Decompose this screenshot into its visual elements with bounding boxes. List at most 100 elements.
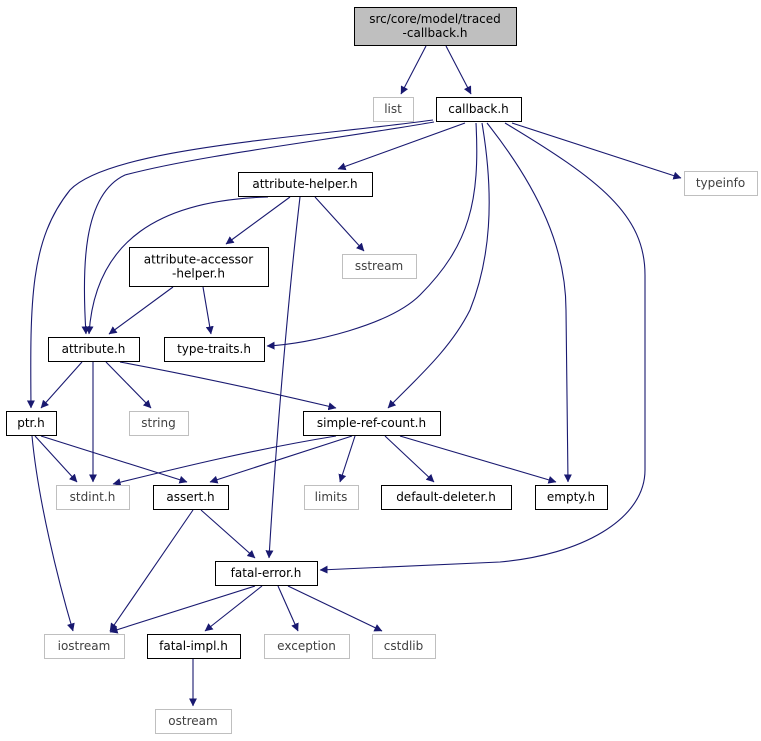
edges-layer — [26, 45, 682, 707]
node-box-ostream — [155, 709, 232, 734]
node-label-limits: limits — [315, 490, 348, 504]
node-cstdlib: cstdlib — [372, 634, 436, 659]
edge-callback-to-attribute — [81, 121, 435, 335]
node-box-simple-ref-count — [303, 411, 441, 436]
edge-fatal-error-to-exception — [277, 585, 299, 632]
node-box-fatal-impl — [147, 634, 241, 659]
node-label-default-deleter: default-deleter.h — [396, 490, 496, 504]
node-attribute-accessor-helper[interactable]: attribute-accessor-helper.h — [129, 247, 269, 287]
node-box-cstdlib — [372, 634, 436, 659]
edge-attribute-to-string — [105, 361, 152, 409]
edge-fatal-error-to-iostream — [109, 585, 256, 634]
edge-simple-ref-count-to-stdint — [112, 435, 337, 487]
node-label-string: string — [141, 416, 175, 430]
node-iostream: iostream — [44, 634, 125, 659]
node-box-typeinfo — [684, 171, 758, 196]
node-label-ptr: ptr.h — [17, 416, 45, 430]
edge-root-to-list — [400, 45, 427, 95]
node-label-attribute: attribute.h — [62, 342, 126, 356]
node-box-iostream — [44, 634, 125, 659]
node-label-list: list — [384, 102, 402, 116]
edge-attribute-accessor-helper-to-attribute — [108, 286, 174, 335]
node-assert[interactable]: assert.h — [153, 485, 229, 510]
node-box-default-deleter — [381, 485, 512, 510]
edge-ptr-to-assert — [40, 435, 188, 484]
edge-simple-ref-count-to-default-deleter — [384, 435, 435, 483]
edge-assert-to-fatal-error — [200, 509, 256, 559]
edge-callback-to-type-traits — [266, 122, 478, 350]
node-label-root: src/core/model/traced — [369, 12, 501, 26]
node-label-root: -callback.h — [403, 26, 468, 40]
node-label-ostream: ostream — [168, 714, 217, 728]
node-box-root — [354, 7, 517, 46]
edge-ptr-to-iostream — [31, 435, 75, 632]
node-limits: limits — [304, 485, 359, 510]
edge-callback-to-fatal-error — [319, 122, 646, 574]
node-type-traits[interactable]: type-traits.h — [164, 337, 265, 362]
edge-fatal-error-to-cstdlib — [287, 585, 383, 632]
node-label-assert: assert.h — [166, 490, 214, 504]
node-box-attribute — [48, 337, 140, 362]
node-label-fatal-error: fatal-error.h — [231, 566, 302, 580]
node-box-stdint — [56, 485, 130, 510]
node-attribute-helper[interactable]: attribute-helper.h — [238, 172, 373, 197]
node-label-fatal-impl: fatal-impl.h — [159, 639, 228, 653]
edge-simple-ref-count-to-empty — [399, 435, 557, 484]
node-label-attribute-helper: attribute-helper.h — [252, 177, 357, 191]
edge-attribute-helper-to-attribute — [85, 196, 269, 335]
node-label-sstream: sstream — [355, 259, 403, 273]
node-sstream: sstream — [342, 254, 417, 279]
node-label-type-traits: type-traits.h — [177, 342, 251, 356]
node-attribute[interactable]: attribute.h — [48, 337, 140, 362]
edge-attribute-accessor-helper-to-type-traits — [202, 286, 214, 335]
node-box-attribute-helper — [238, 172, 373, 197]
node-ptr[interactable]: ptr.h — [6, 411, 57, 436]
edge-callback-to-empty — [486, 122, 572, 483]
node-label-exception: exception — [277, 639, 336, 653]
node-box-string — [129, 411, 189, 436]
edge-attribute-to-simple-ref-count — [119, 361, 337, 411]
node-box-exception — [264, 634, 350, 659]
node-list: list — [373, 97, 414, 122]
node-callback[interactable]: callback.h — [436, 97, 522, 122]
node-box-fatal-error — [215, 561, 318, 586]
edge-simple-ref-count-to-limits — [338, 435, 356, 483]
node-fatal-impl[interactable]: fatal-impl.h — [147, 634, 241, 659]
node-label-attribute-accessor-helper: attribute-accessor — [144, 253, 253, 267]
edge-assert-to-iostream — [109, 509, 194, 632]
edge-callback-to-attribute-helper — [337, 122, 466, 171]
node-stdint: stdint.h — [56, 485, 130, 510]
edge-callback-to-simple-ref-count — [387, 122, 490, 409]
edge-simple-ref-count-to-assert — [209, 435, 353, 484]
edge-attribute-helper-to-sstream — [314, 196, 365, 252]
node-label-callback: callback.h — [448, 102, 509, 116]
node-simple-ref-count[interactable]: simple-ref-count.h — [303, 411, 441, 436]
node-ostream: ostream — [155, 709, 232, 734]
node-label-cstdlib: cstdlib — [384, 639, 423, 653]
node-box-sstream — [342, 254, 417, 279]
node-string: string — [129, 411, 189, 436]
node-box-ptr — [6, 411, 57, 436]
node-label-attribute-accessor-helper: -helper.h — [172, 267, 225, 281]
node-empty[interactable]: empty.h — [535, 485, 608, 510]
node-fatal-error[interactable]: fatal-error.h — [215, 561, 318, 586]
node-box-list — [373, 97, 414, 122]
edge-ptr-to-stdint — [34, 435, 78, 483]
edge-callback-to-typeinfo — [511, 122, 682, 180]
node-default-deleter[interactable]: default-deleter.h — [381, 485, 512, 510]
node-root[interactable]: src/core/model/traced-callback.h — [354, 7, 517, 46]
node-label-empty: empty.h — [547, 490, 595, 504]
node-typeinfo: typeinfo — [684, 171, 758, 196]
edge-fatal-error-to-fatal-impl — [204, 585, 263, 632]
node-label-iostream: iostream — [58, 639, 111, 653]
node-box-callback — [436, 97, 522, 122]
node-box-limits — [304, 485, 359, 510]
nodes-layer: src/core/model/traced-callback.h list call… — [6, 7, 758, 734]
node-label-simple-ref-count: simple-ref-count.h — [317, 416, 426, 430]
edge-attribute-to-ptr — [40, 361, 83, 409]
node-label-stdint: stdint.h — [70, 490, 116, 504]
edge-attribute-helper-to-attribute-accessor-helper — [225, 196, 291, 245]
edge-callback-to-ptr — [26, 119, 434, 409]
node-exception: exception — [264, 634, 350, 659]
